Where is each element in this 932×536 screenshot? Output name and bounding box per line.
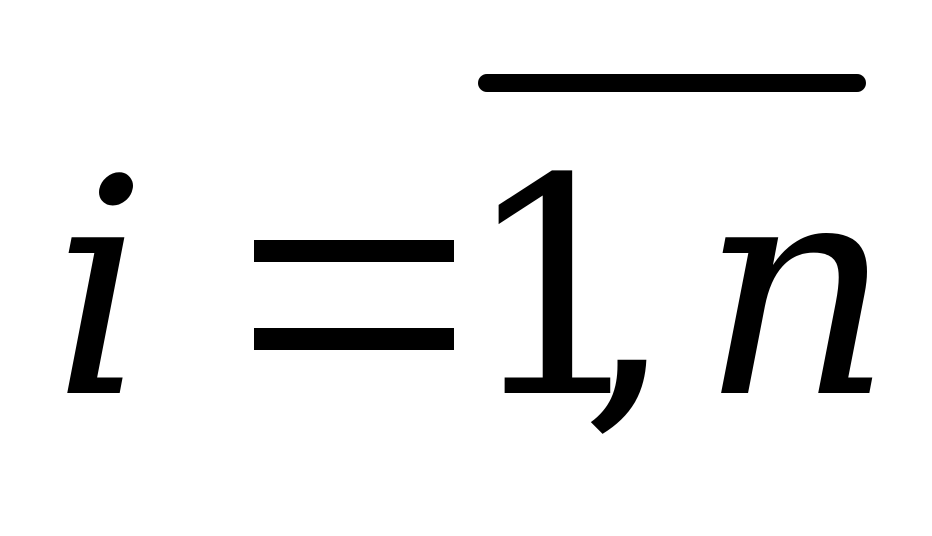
range-end: n xyxy=(700,115,894,464)
range-separator: , xyxy=(580,115,676,464)
index-variable: i xyxy=(52,115,148,464)
equals-bar-bottom xyxy=(254,328,454,350)
equals-bar-top xyxy=(254,240,454,262)
equals-sign xyxy=(254,240,454,350)
range-overline xyxy=(478,74,866,92)
range-start: 1 xyxy=(462,115,653,464)
